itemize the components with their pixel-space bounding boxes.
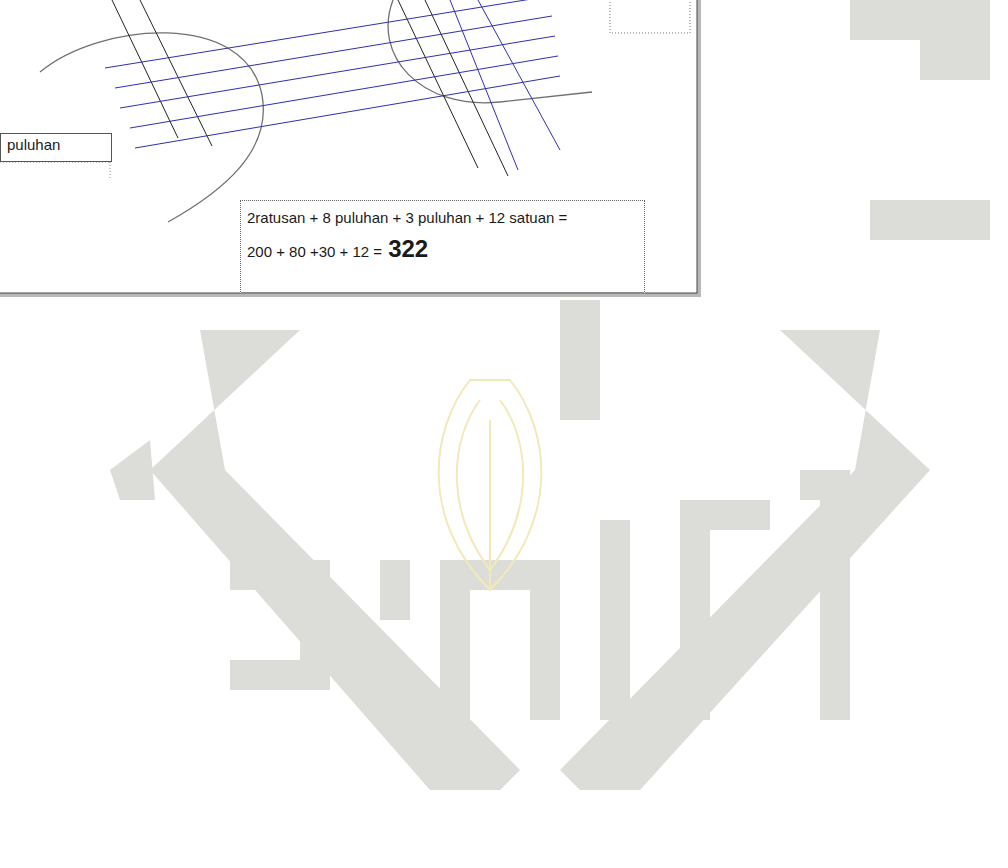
frame-shadow	[0, 0, 701, 297]
formula-text: 2ratusan + 8 puluhan + 3 puluhan + 12 sa…	[247, 207, 638, 229]
document-frame	[0, 0, 697, 293]
guide-line	[110, 162, 111, 180]
formula-text: 200 + 80 +30 + 12 =	[247, 243, 382, 260]
units-lines	[105, 0, 560, 170]
result-number: 322	[388, 235, 428, 263]
tens-lines	[112, 0, 508, 176]
label-box: puluhan	[0, 133, 112, 162]
watermark-emblem	[439, 380, 542, 590]
formula-box: 2ratusan + 8 puluhan + 3 puluhan + 12 sa…	[240, 200, 645, 294]
grouping-curve	[40, 33, 263, 222]
box-label: puluhan	[7, 136, 105, 154]
formula-row: 200 + 80 +30 + 12 = 322	[247, 235, 638, 263]
empty-box	[610, 0, 690, 33]
